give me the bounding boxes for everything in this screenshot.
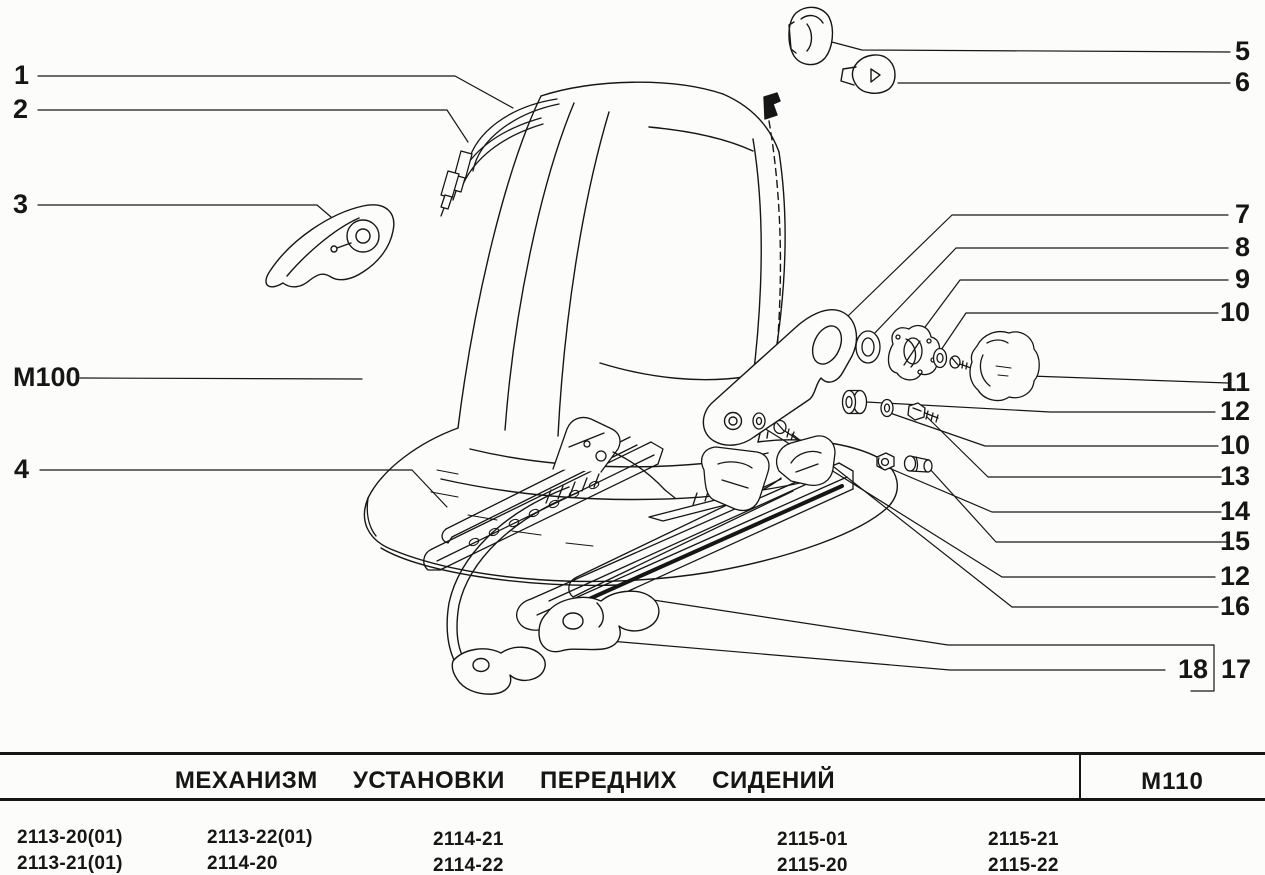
- rail-spring: [545, 473, 600, 504]
- leader-lines: [37, 40, 1231, 692]
- callout-12-upper: 12: [1219, 396, 1250, 426]
- washer-10-lower: [880, 398, 894, 418]
- latch-tower: [552, 416, 621, 473]
- callout-10-lower: 10: [1219, 430, 1250, 460]
- callout-17: 17: [1221, 654, 1252, 684]
- model-number: 2113-22(01): [207, 827, 313, 848]
- rear-mount-bracket: [701, 446, 770, 512]
- callout-7: 7: [1234, 199, 1250, 229]
- model-number: 2114-22: [433, 855, 504, 875]
- small-screw: [949, 355, 972, 370]
- washer-12-lower: [752, 412, 766, 430]
- callout-m100: М100: [13, 362, 81, 392]
- callout-3: 3: [13, 189, 29, 219]
- callout-18: 18: [1177, 654, 1208, 684]
- bushing-12-upper: [841, 389, 868, 415]
- table-code-divider: [1079, 752, 1081, 801]
- model-number: 2115-21: [988, 829, 1059, 850]
- floor-hook-rear: [451, 646, 546, 695]
- model-number: 2113-21(01): [17, 853, 123, 874]
- model-number: 2114-20: [207, 853, 278, 874]
- callout-10-upper: 10: [1219, 297, 1250, 327]
- table-top-rule: [0, 752, 1265, 755]
- table-title: МЕХАНИЗМ УСТАНОВКИ ПЕРЕДНИХ СИДЕНИЙ: [174, 767, 836, 794]
- torsion-bar-and-floor-hooks: [446, 486, 660, 695]
- sheet-code: М110: [1141, 768, 1204, 795]
- callout-2: 2: [13, 94, 29, 124]
- side-cover-plate: [265, 204, 395, 288]
- callout-11: 11: [1221, 367, 1250, 397]
- bolt-13: [907, 402, 939, 423]
- washer-8: [855, 330, 881, 364]
- callout-6: 6: [1234, 67, 1250, 97]
- callout-4: 4: [14, 454, 30, 484]
- bolt-15: [903, 455, 933, 473]
- floor-hook-front: [538, 590, 660, 653]
- callout-1: 1: [14, 60, 30, 90]
- seat-mechanism-exploded-drawing: [37, 6, 1231, 695]
- release-cables: [440, 98, 560, 217]
- model-number: 2115-01: [777, 829, 848, 850]
- nut-14: [876, 452, 895, 471]
- callout-13: 13: [1219, 461, 1250, 491]
- table-mid-rule: [0, 798, 1265, 801]
- adjuster-knob-11: [969, 331, 1040, 402]
- headrest-sleeve: [763, 92, 781, 120]
- model-number: 2115-22: [988, 855, 1059, 875]
- model-number: 2113-20(01): [17, 827, 123, 848]
- recliner-gear-9: [887, 324, 941, 381]
- headrest-guide-bushings: [788, 6, 896, 94]
- callout-9: 9: [1234, 264, 1250, 294]
- rear-catch-bracket: [776, 435, 836, 487]
- recliner-arm: [702, 309, 858, 446]
- washer-10-upper: [932, 347, 948, 369]
- bracket-17: [1190, 644, 1215, 692]
- callout-5: 5: [1234, 36, 1250, 66]
- callout-15: 15: [1219, 526, 1250, 556]
- callout-12-lower: 12: [1219, 561, 1250, 591]
- model-number: 2114-21: [433, 829, 504, 850]
- recliner-hardware: [752, 324, 1040, 473]
- model-number: 2115-20: [777, 855, 848, 875]
- callout-16: 16: [1219, 591, 1250, 621]
- callout-8: 8: [1234, 232, 1250, 262]
- callout-14: 14: [1219, 496, 1250, 526]
- screw-16: [773, 419, 799, 441]
